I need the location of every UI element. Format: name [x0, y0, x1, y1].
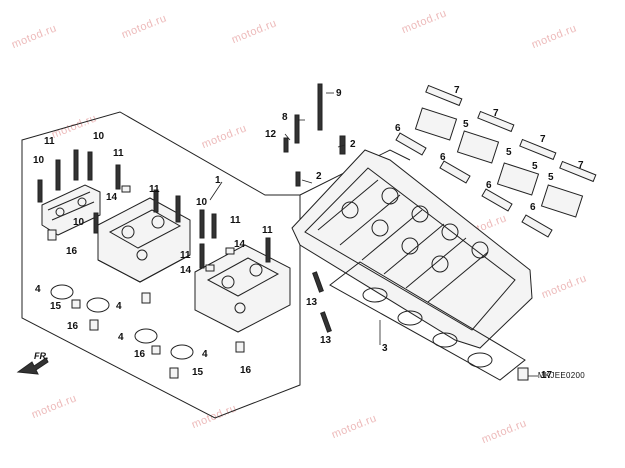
callout-11b: 11: [113, 148, 124, 159]
callout-13a: 13: [306, 297, 318, 308]
studs: [283, 83, 529, 381]
callout-11e: 11: [180, 250, 191, 261]
assembly-outline-link: [299, 149, 411, 196]
callout-4c: 4: [118, 332, 124, 343]
valve-components: [395, 84, 597, 238]
front-arrow: [16, 357, 49, 375]
callout-10b: 10: [33, 155, 45, 166]
callout-9: 9: [336, 88, 342, 99]
callout-13b: 13: [320, 335, 332, 346]
bolts-left: [37, 149, 271, 269]
callout-3: 3: [382, 343, 388, 354]
diagram-code: MKJEE0200: [537, 371, 585, 380]
callout-10d: 10: [196, 197, 208, 208]
callout-11f: 11: [262, 225, 273, 236]
callout-16c: 16: [134, 349, 146, 360]
callout-17: 17: [541, 370, 553, 381]
callout-7a: 7: [454, 85, 460, 96]
callout-11a: 11: [44, 136, 55, 147]
o-rings-and-dowels: [47, 185, 245, 379]
callout-8: 8: [282, 112, 288, 123]
callout-14c: 14: [180, 265, 192, 276]
assembly-outline: [21, 111, 301, 419]
front-marker-label: FR.: [34, 351, 49, 361]
callout-11c: 11: [149, 184, 160, 195]
callout-15b: 15: [192, 367, 204, 378]
callout-16a: 16: [66, 246, 78, 257]
callout-5c: 5: [532, 161, 538, 172]
callout-5b: 5: [506, 147, 512, 158]
callout-12: 12: [265, 129, 277, 140]
callout-5d: 5: [548, 172, 554, 183]
cylinder-head: [291, 149, 533, 349]
cam-holder-small: [41, 184, 101, 236]
callout-6a: 6: [395, 123, 401, 134]
callout-16d: 16: [240, 365, 252, 376]
callout-4b: 4: [116, 301, 122, 312]
callout-7b: 7: [493, 108, 499, 119]
callout-7d: 7: [578, 160, 584, 171]
callout-2: 2: [316, 171, 322, 182]
callout-6d: 6: [530, 202, 536, 213]
callout-15a: 15: [50, 301, 62, 312]
callout-2b: 2: [350, 139, 356, 150]
callout-10c: 10: [73, 217, 85, 228]
leader-lines: [209, 92, 538, 377]
callout-5a: 5: [463, 119, 469, 130]
callout-11d: 11: [230, 215, 241, 226]
callout-6c: 6: [486, 180, 492, 191]
callout-1: 1: [215, 175, 221, 186]
callout-4d: 4: [202, 349, 208, 360]
callout-10a: 10: [93, 131, 105, 142]
callout-4a: 4: [35, 284, 41, 295]
callout-7c: 7: [540, 134, 546, 145]
callout-14a: 14: [106, 192, 118, 203]
cam-holder-2: [194, 244, 291, 333]
cam-holder-1: [97, 197, 191, 283]
callout-6b: 6: [440, 152, 446, 163]
callout-16b: 16: [67, 321, 79, 332]
head-gasket: [329, 261, 526, 381]
callout-14b: 14: [234, 239, 246, 250]
